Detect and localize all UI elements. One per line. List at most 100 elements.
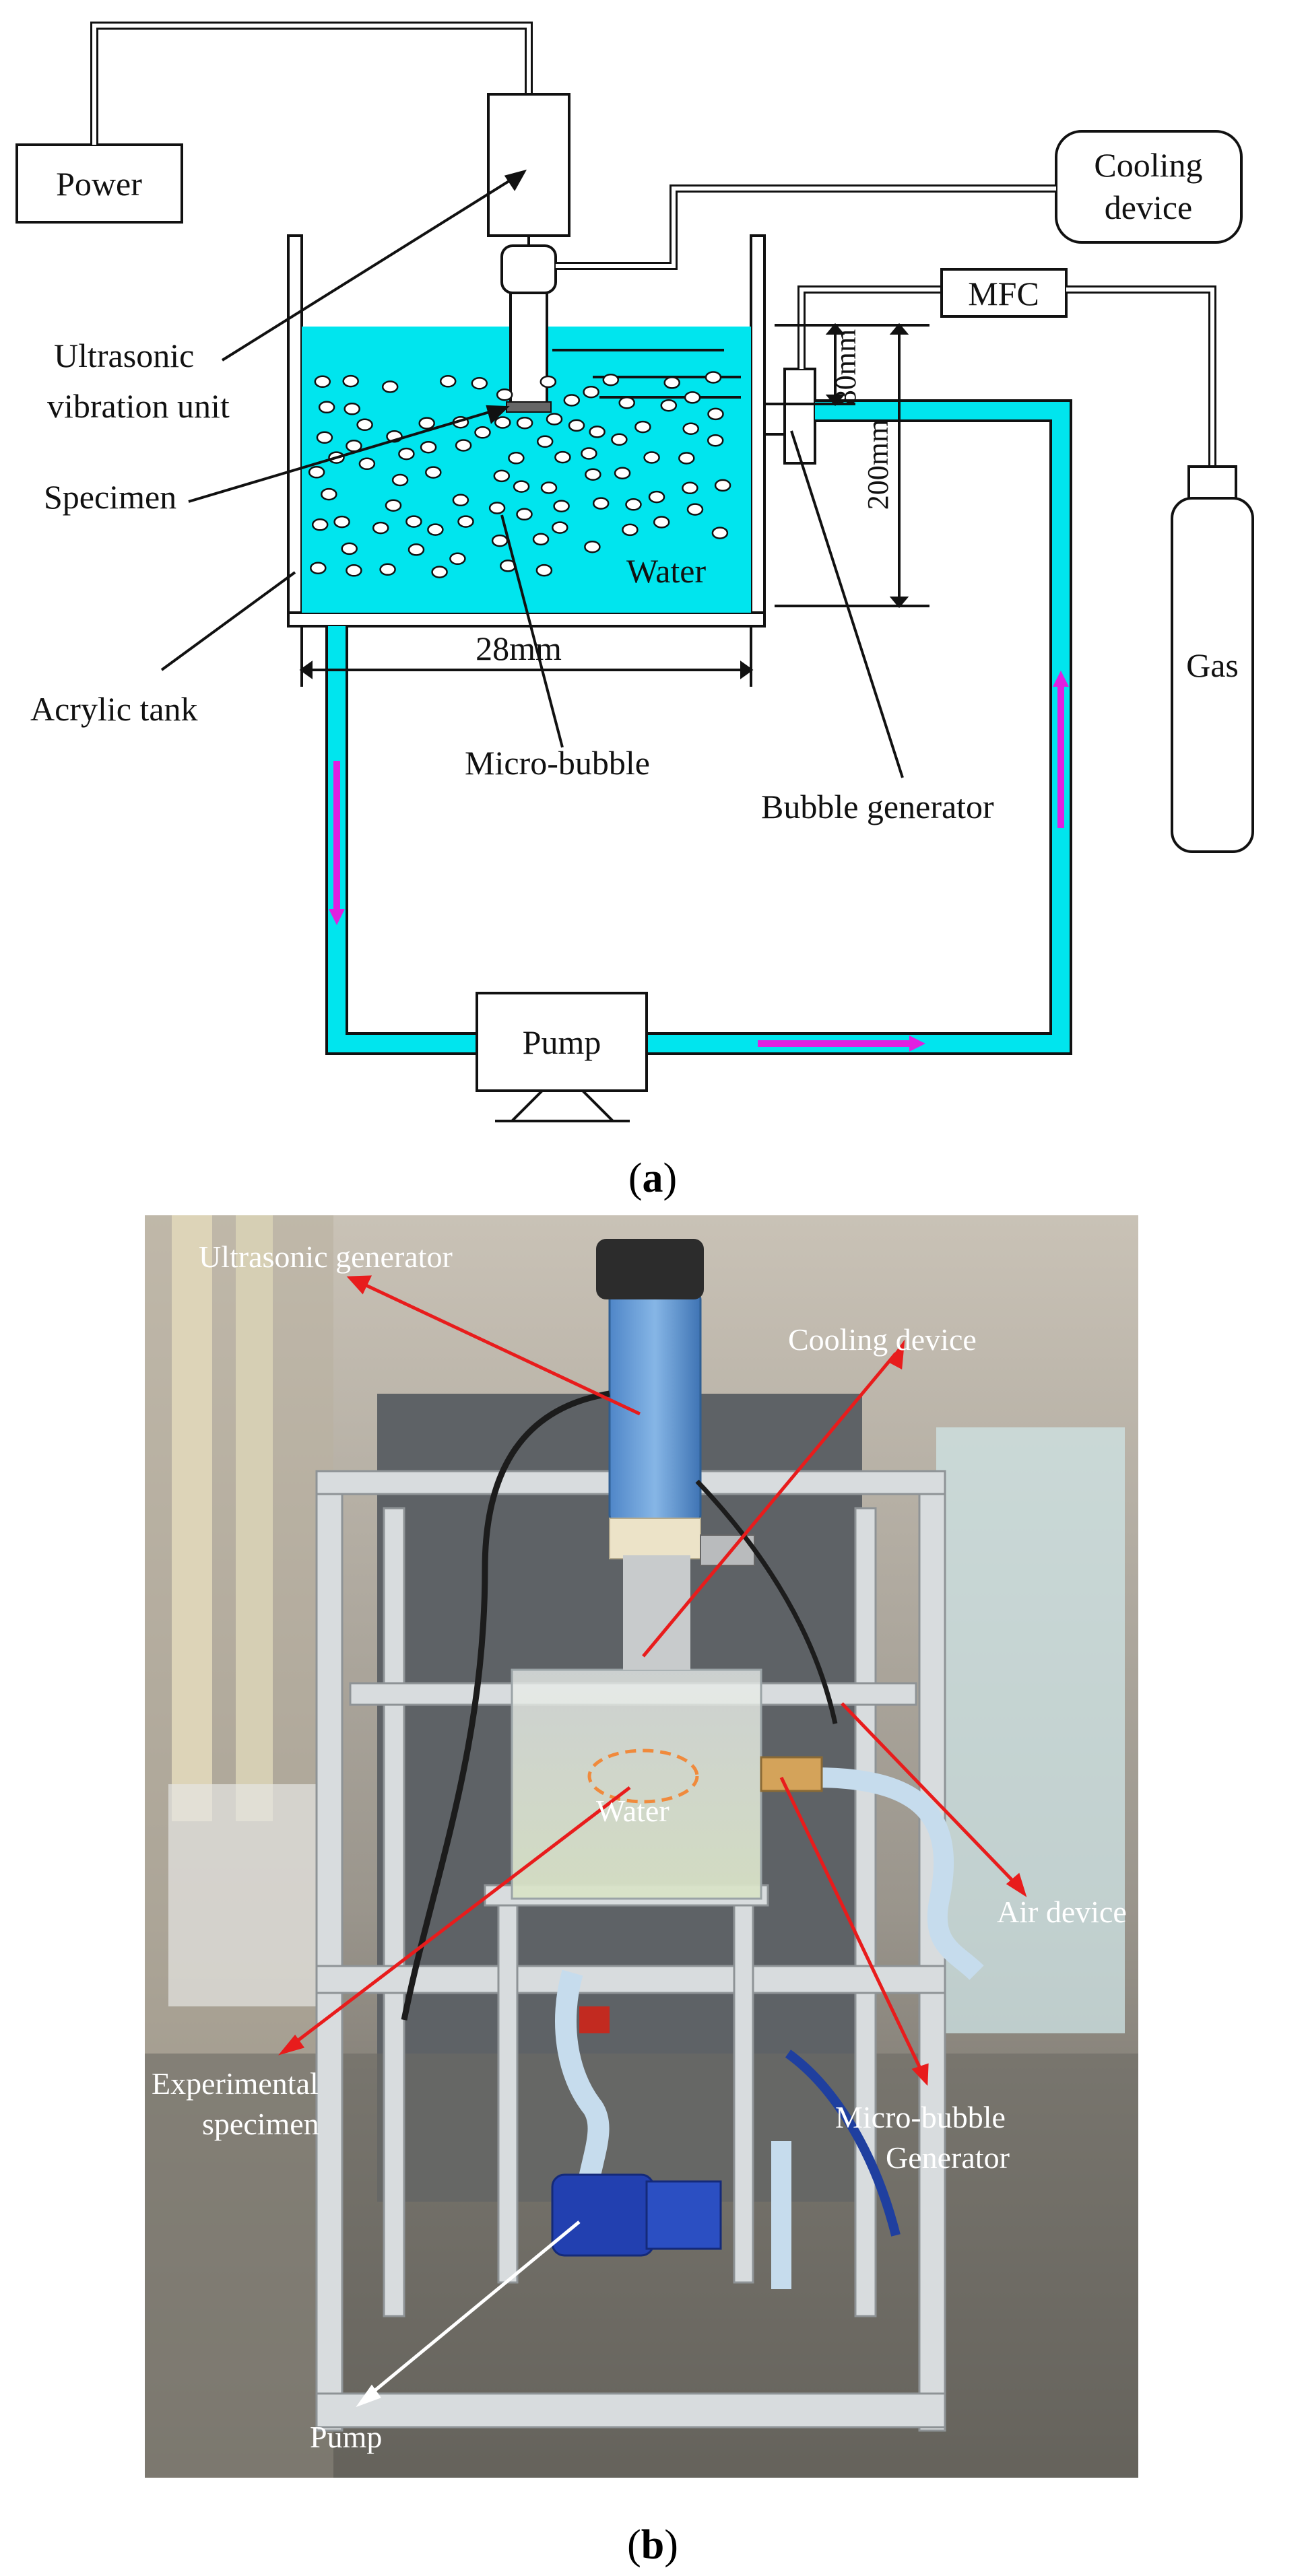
- bubble: [585, 468, 601, 481]
- caption-b: (b): [627, 2522, 678, 2568]
- bubble: [471, 377, 488, 390]
- horn-rod: [509, 292, 548, 405]
- bubble: [516, 508, 533, 521]
- bubble: [455, 439, 472, 452]
- bubble: [682, 481, 698, 495]
- bubble: [568, 419, 585, 432]
- photo-label-experimental-line1: Experimental: [152, 2066, 319, 2101]
- bubble: [372, 521, 389, 535]
- bubble: [563, 394, 581, 407]
- bubble: [431, 566, 448, 578]
- bubble: [333, 515, 350, 529]
- bubble: [611, 433, 628, 446]
- bubble: [643, 451, 660, 464]
- aluminum-frame: [315, 1470, 946, 2432]
- bubble: [407, 543, 425, 556]
- acrylic-tank-label: Acrylic tank: [30, 690, 198, 728]
- bubble: [552, 521, 568, 534]
- gas-label: Gas: [1186, 646, 1239, 684]
- bubble: [532, 533, 550, 546]
- bubble: [310, 562, 327, 574]
- ultrasonic-unit-body: [487, 93, 570, 237]
- bubble: [420, 440, 437, 454]
- photo-label-cooling-device: Cooling device: [788, 1322, 977, 1357]
- bubble-generator-label: Bubble generator: [761, 788, 994, 825]
- gas-cylinder-valve: [1187, 465, 1237, 500]
- bubble: [653, 516, 670, 529]
- tank-bottom: [287, 611, 766, 628]
- bubble: [540, 375, 557, 388]
- photo-pump: [551, 2173, 655, 2257]
- bubble: [553, 500, 570, 512]
- bubble: [554, 450, 571, 464]
- photo-specimen-ellipse: [587, 1749, 699, 1804]
- mfc-label: MFC: [968, 275, 1039, 312]
- bubble: [427, 523, 444, 536]
- bubble: [546, 413, 563, 426]
- photo-air-hose: [814, 1767, 984, 1980]
- bubble: [344, 403, 360, 415]
- bubble: [449, 552, 466, 566]
- dimension-200mm-label: 200mm: [861, 419, 894, 510]
- micro-bubble-label: Micro-bubble: [465, 744, 650, 782]
- bubble: [311, 518, 329, 531]
- bubble: [684, 391, 701, 404]
- bubble: [714, 479, 731, 492]
- pump-box: [476, 992, 648, 1092]
- bubble: [682, 422, 699, 435]
- bubble: [321, 487, 337, 501]
- photo-label-micro-bubble-line2: Generator: [886, 2140, 1010, 2175]
- bubble: [493, 469, 511, 483]
- bubble: [592, 497, 610, 510]
- bubble: [535, 564, 553, 577]
- bubble: [516, 416, 533, 430]
- bubble: [663, 376, 680, 389]
- bubble: [660, 399, 678, 412]
- bubble: [686, 503, 704, 516]
- tank-wall-right: [750, 234, 766, 628]
- gas-line: [797, 285, 942, 369]
- bubble: [678, 452, 695, 465]
- bubble: [425, 466, 442, 479]
- bubble: [405, 515, 422, 528]
- photo-label-micro-bubble-line1: Micro-bubble: [835, 2100, 1006, 2134]
- specimen-label: Specimen: [44, 478, 176, 516]
- ultrasonic-unit-label-line2: vibration unit: [47, 387, 230, 425]
- bubble: [418, 417, 435, 430]
- bubble: [589, 426, 606, 438]
- bubble: [494, 416, 511, 429]
- bubble: [584, 540, 601, 553]
- bubble-generator-body: [783, 368, 816, 465]
- power-cable: [90, 22, 533, 145]
- ultrasonic-unit-coupler: [500, 244, 557, 294]
- bubble: [536, 435, 554, 448]
- bubble: [602, 373, 620, 386]
- flow-arrows: [329, 671, 1069, 1052]
- bubble: [488, 502, 506, 514]
- bubble: [314, 375, 331, 388]
- bubble: [474, 426, 491, 439]
- leader-lines: [160, 169, 904, 778]
- caption-a: (a): [628, 1155, 677, 1201]
- dimension-80mm-label: 80mm: [829, 329, 862, 405]
- bubble: [711, 527, 729, 539]
- bubble: [583, 385, 599, 399]
- dimension-lines: [299, 323, 929, 687]
- specimen: [506, 401, 552, 413]
- bubble: [496, 388, 513, 401]
- pump-label: Pump: [523, 1023, 601, 1061]
- panel-b-photo: Ultrasonic generator Cooling device Wate…: [145, 1215, 1138, 2568]
- bubble: [342, 374, 359, 388]
- bubble: [391, 473, 409, 487]
- bubble: [705, 371, 722, 384]
- photo-label-ultrasonic-generator: Ultrasonic generator: [199, 1240, 453, 1274]
- bubble: [457, 515, 474, 528]
- bubble: [358, 457, 376, 471]
- photo-white-arrow: [356, 2221, 581, 2408]
- bubble: [452, 494, 469, 507]
- power-label: Power: [56, 165, 142, 203]
- dimension-28mm-label: 28mm: [476, 630, 562, 667]
- panel-a-schematic: Power Cooling device Water: [15, 22, 1254, 1201]
- bubble: [318, 401, 335, 414]
